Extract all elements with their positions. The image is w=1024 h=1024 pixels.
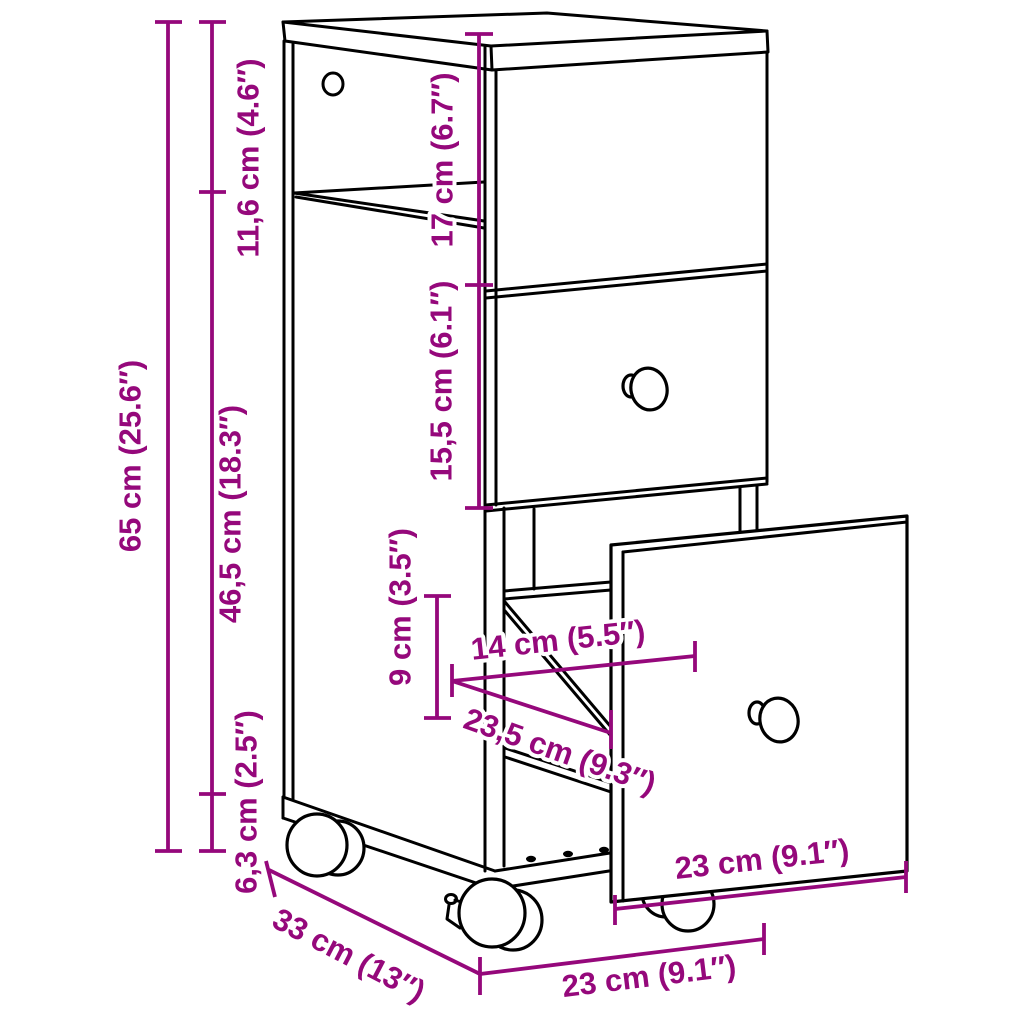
cabinet-width-line (479, 937, 765, 976)
cabinet-drawing (281, 11, 909, 952)
dimension-middle-drawer: 15,5 cm (6.1″) (420, 277, 493, 510)
niche-shelf-back-edge (292, 180, 486, 195)
base-rail-top-edge (493, 851, 612, 873)
dimension-annotations: 65 cm (25.6″) 11,6 cm (4.6″) 46,5 cm (18… (109, 20, 908, 1013)
cabinet-depth-label: 33 cm (13″) (267, 901, 431, 1009)
middle-drawer-label: 15,5 cm (6.1″) (424, 281, 459, 482)
dimension-top-compartment: 17 cm (6.7″) (421, 32, 493, 287)
base-front-rail (492, 846, 612, 891)
niche-shelf-side-bottom (294, 195, 486, 230)
middle-drawer-gap-top-lower (484, 269, 769, 300)
drawer-slide-top-lower (503, 609, 613, 738)
top-panel-front-right-strip (490, 29, 770, 72)
cabinet-depth-line (268, 868, 481, 976)
front-left-caster (444, 877, 544, 952)
upper-section-label: 11,6 cm (4.6″) (231, 58, 266, 257)
niche-shelf-side-top (292, 191, 486, 223)
drawer-knob-face (758, 696, 800, 744)
front-left-caster-outer-wheel (457, 877, 527, 949)
back-left-caster-outer-wheel (285, 812, 349, 878)
front-face (484, 50, 769, 534)
casters (285, 812, 716, 952)
drawer-front-top-inner-edge (621, 520, 909, 554)
interior-shelf-edge-bottom (502, 588, 613, 601)
pullout-inner-line (451, 654, 696, 683)
base-rail-screw-3 (599, 846, 609, 854)
hanging-hole (321, 71, 345, 97)
drawer-side-bottom-lower (503, 755, 613, 794)
caster-section-label: 6,3 cm (2.5″) (229, 710, 264, 894)
pulled-out-drawer (609, 514, 909, 904)
top-panel-front-left-strip (281, 20, 494, 72)
dimension-cabinet-depth: 33 cm (13″) (263, 860, 481, 1013)
top-panel-top-face (281, 11, 769, 48)
front-corner-post (483, 45, 506, 873)
drawer-knob (747, 696, 800, 744)
lower-clearance-label: 9 cm (3.5″) (383, 528, 418, 686)
middle-drawer-gap-bottom-upper (484, 476, 769, 507)
interior-shelf-edge-top (502, 580, 613, 593)
total-height-label: 65 cm (25.6″) (113, 360, 148, 552)
base-rail-screw-2 (563, 850, 573, 858)
top-compartment-label: 17 cm (6.7″) (425, 72, 460, 247)
middle-knob-face (629, 366, 669, 412)
dimension-section-chain: 11,6 cm (4.6″) 46,5 cm (18.3″) 6,3 cm (2… (199, 20, 270, 898)
dimension-lower-clearance: 9 cm (3.5″) (379, 524, 451, 720)
drawer-side-bottom-upper (503, 746, 613, 785)
drawer-slide-top-upper (503, 600, 613, 729)
back-left-caster (285, 812, 366, 878)
brake-lever-pin (444, 893, 458, 905)
pullout-total-line (451, 679, 612, 735)
middle-drawer-knob (621, 366, 669, 412)
side-panel-bottom-edge (281, 795, 497, 873)
dimension-total-height: 65 cm (25.6″) (109, 20, 182, 853)
middle-drawer-gap-top-upper (484, 262, 769, 293)
cabinet-depth-start-tick (264, 860, 277, 898)
brake-lever-flag (445, 903, 462, 930)
drawer-front-width-line (614, 875, 907, 911)
body-section-label: 46,5 cm (18.3″) (213, 405, 248, 623)
middle-drawer-gap-bottom-lower (484, 482, 769, 513)
lower-compartment-interior (502, 507, 613, 794)
left-side-panel (281, 39, 497, 891)
top-panel (281, 11, 770, 72)
base-rail-screw-1 (526, 855, 536, 863)
cabinet-width-label: 23 cm (9.1″) (560, 948, 738, 1004)
